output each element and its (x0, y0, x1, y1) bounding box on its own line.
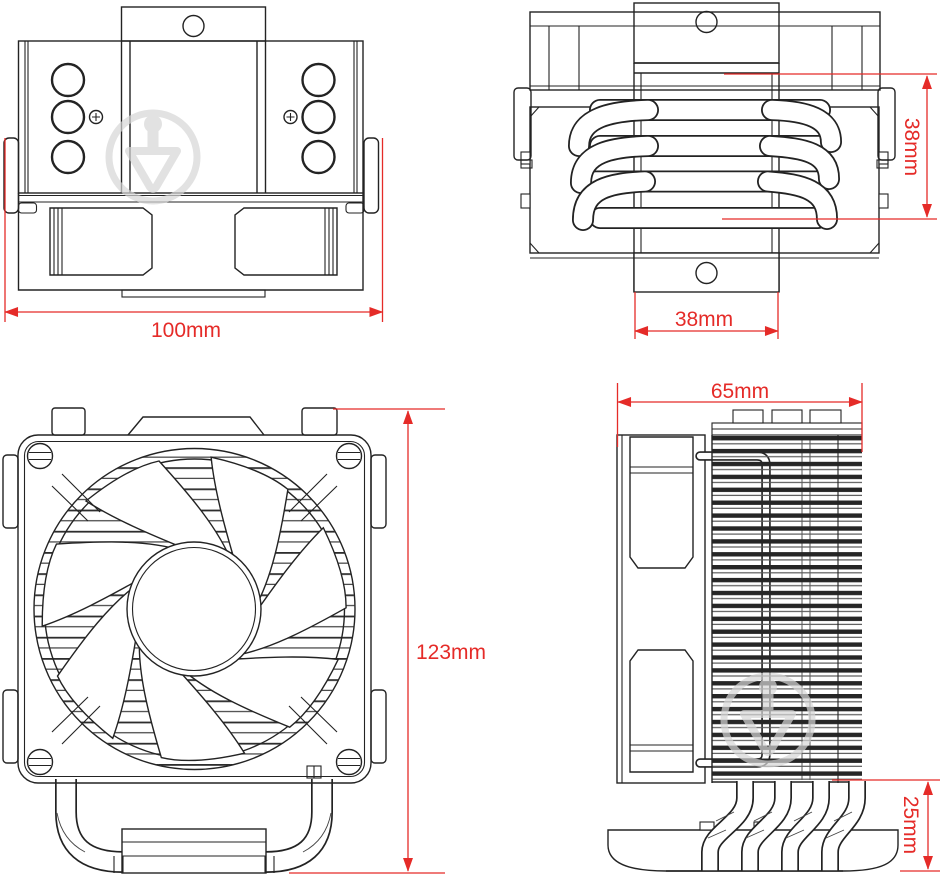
clip-holes-right (283, 62, 336, 175)
fan-side-profile (616, 434, 706, 784)
dimension-38mm-width: 38mm (634, 292, 779, 339)
bracket-hole (695, 261, 718, 285)
fan-frame (17, 434, 372, 784)
side-clip-left (513, 87, 532, 161)
bracket-hole (182, 14, 205, 38)
side-clip (370, 689, 387, 764)
view-rear-top: 38mm 38mm (513, 2, 937, 339)
dim-label-base-height: 25mm (899, 796, 922, 854)
screw-icon (88, 109, 104, 125)
cooler-base (113, 828, 275, 874)
fin-stack (711, 409, 863, 783)
fin-block-left (49, 207, 153, 276)
fan-ring-outer (33, 447, 356, 771)
bracket-hole (695, 10, 718, 34)
fan-body (529, 11, 881, 91)
side-clip (2, 454, 19, 529)
screw-icon (283, 109, 298, 125)
heat-pipes-loops (568, 99, 842, 231)
dimension-38mm-height: 38mm (722, 73, 937, 220)
side-clip (2, 689, 19, 764)
side-clip-right (345, 137, 380, 214)
side-clip-right (877, 87, 896, 161)
corner-screws (26, 442, 363, 776)
top-tab-left (51, 407, 86, 436)
bracket-bottom (633, 252, 780, 293)
dim-label-side-width: 65mm (711, 380, 769, 403)
dim-label-top-width: 100mm (151, 319, 221, 342)
heatsink-top-edge (127, 416, 265, 436)
view-side: 65mm 25mm (607, 380, 940, 872)
view-front: 123mm (2, 407, 486, 874)
view-top: 100mm (3, 6, 384, 342)
fan-hub (126, 541, 262, 677)
dimension-65mm: 65mm (616, 380, 863, 452)
heat-pipes-to-base (666, 781, 866, 872)
dim-label-front-height: 123mm (416, 641, 486, 664)
dim-label-rear-height: 38mm (900, 118, 923, 176)
corner-braces (51, 473, 338, 745)
clip-holes-left (50, 62, 104, 175)
dimension-123mm: 123mm (289, 408, 486, 874)
dimension-100mm: 100mm (4, 138, 384, 342)
fin-block-right (234, 207, 338, 276)
side-clip (370, 454, 387, 529)
dimension-25mm: 25mm (832, 779, 940, 872)
dim-label-rear-width: 38mm (675, 308, 733, 331)
heatsink-top-view (17, 193, 364, 298)
fan-body-top (17, 40, 364, 194)
top-tab-right (301, 407, 338, 436)
